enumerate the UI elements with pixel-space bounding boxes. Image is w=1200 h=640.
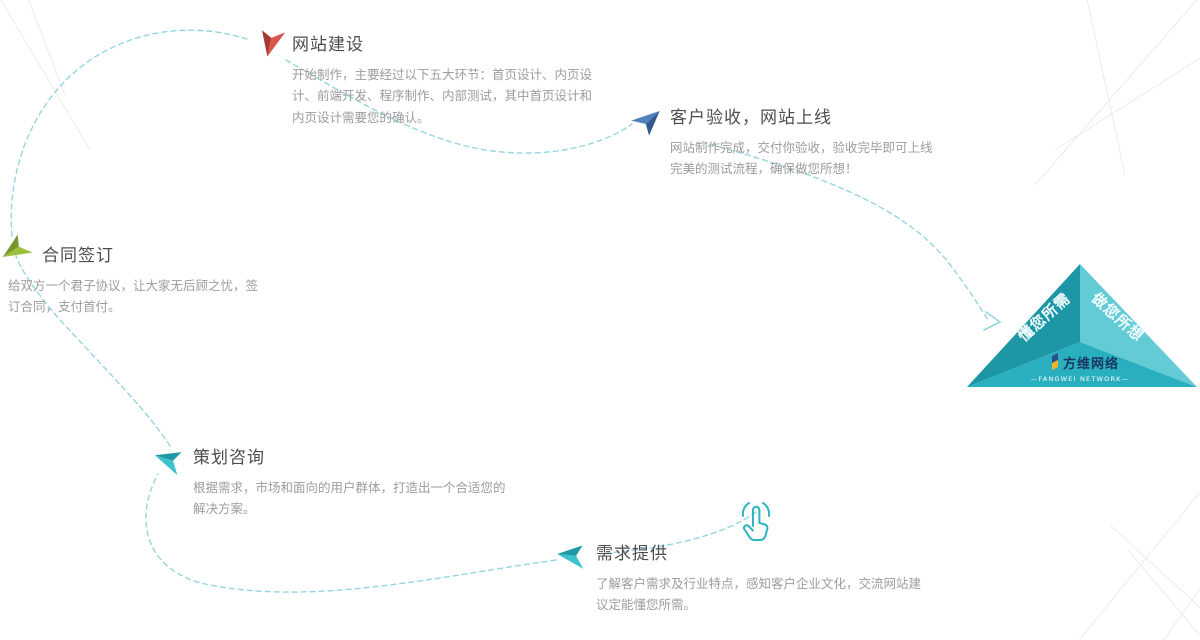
step-description: 开始制作，主要经过以下五大环节：首页设计、内页设计、前端开发、程序制作、内部测试… xyxy=(292,67,593,125)
step-acceptance-launch: 客户验收，网站上线 网站制作完成，交付你验收，验收完毕即可上线 完美的测试流程，… xyxy=(631,103,970,180)
brand-name: 方维网络 xyxy=(1063,356,1119,372)
step-title: 客户验收，网站上线 xyxy=(670,108,832,128)
step-description: 给双方一个君子协议，让大家无后顾之忧，签订合同，支付首付。 xyxy=(8,278,259,315)
step-title: 需求提供 xyxy=(596,544,668,564)
paper-plane-icon xyxy=(0,230,35,271)
click-wave-left xyxy=(741,502,750,517)
paper-plane-icon xyxy=(554,539,588,573)
brand-logo: 方维网络 —FANGWEI NETWORK— xyxy=(1031,353,1130,383)
step-description: 了解客户需求及行业特点，感知客户企业文化，交流网站建议定能懂您所需。 xyxy=(596,576,922,613)
click-wave-right xyxy=(762,502,771,517)
pyramid-right-face xyxy=(1080,264,1197,387)
pyramid-left-face xyxy=(967,264,1080,387)
paper-plane-icon xyxy=(253,25,290,62)
step-description: 根据需求，市场和面向的用户群体，打造出一个合适您的解决方案。 xyxy=(193,480,506,517)
step-contract-signing: 合同签订 给双方一个君子协议，让大家无后顾之忧，签订合同，支付首付。 xyxy=(2,234,304,318)
step-website-build: 网站建设 开始制作，主要经过以下五大环节：首页设计、内页设计、前端开发、程序制作… xyxy=(261,30,604,128)
hand-outline xyxy=(743,505,769,542)
step-title: 策划咨询 xyxy=(193,448,265,468)
brand-subtitle: —FANGWEI NETWORK— xyxy=(1031,375,1130,383)
step-requirements-provide: 需求提供 了解客户需求及行业特点，感知客户企业文化，交流网站建议定能懂您所需。 xyxy=(557,539,932,616)
step-title: 网站建设 xyxy=(292,35,364,55)
paper-plane-icon xyxy=(628,99,670,141)
step-description: 网站制作完成，交付你验收，验收完毕即可上线 完美的测试流程，确保做您所想！ xyxy=(670,140,933,177)
pyramid-bottom-face xyxy=(967,342,1197,387)
paper-plane-icon xyxy=(149,441,187,479)
tap-hand-icon xyxy=(741,502,771,542)
step-planning-consult: 策划咨询 根据需求，市场和面向的用户群体，打造出一个合适您的解决方案。 xyxy=(154,443,517,520)
brand-glyph xyxy=(1052,353,1058,363)
step-title: 合同签订 xyxy=(42,246,114,266)
brand-pyramid: 懂您所需 做您所想 方维网络 —FANGWEI NETWORK— xyxy=(967,264,1197,387)
flow-arrowhead xyxy=(983,311,1002,331)
